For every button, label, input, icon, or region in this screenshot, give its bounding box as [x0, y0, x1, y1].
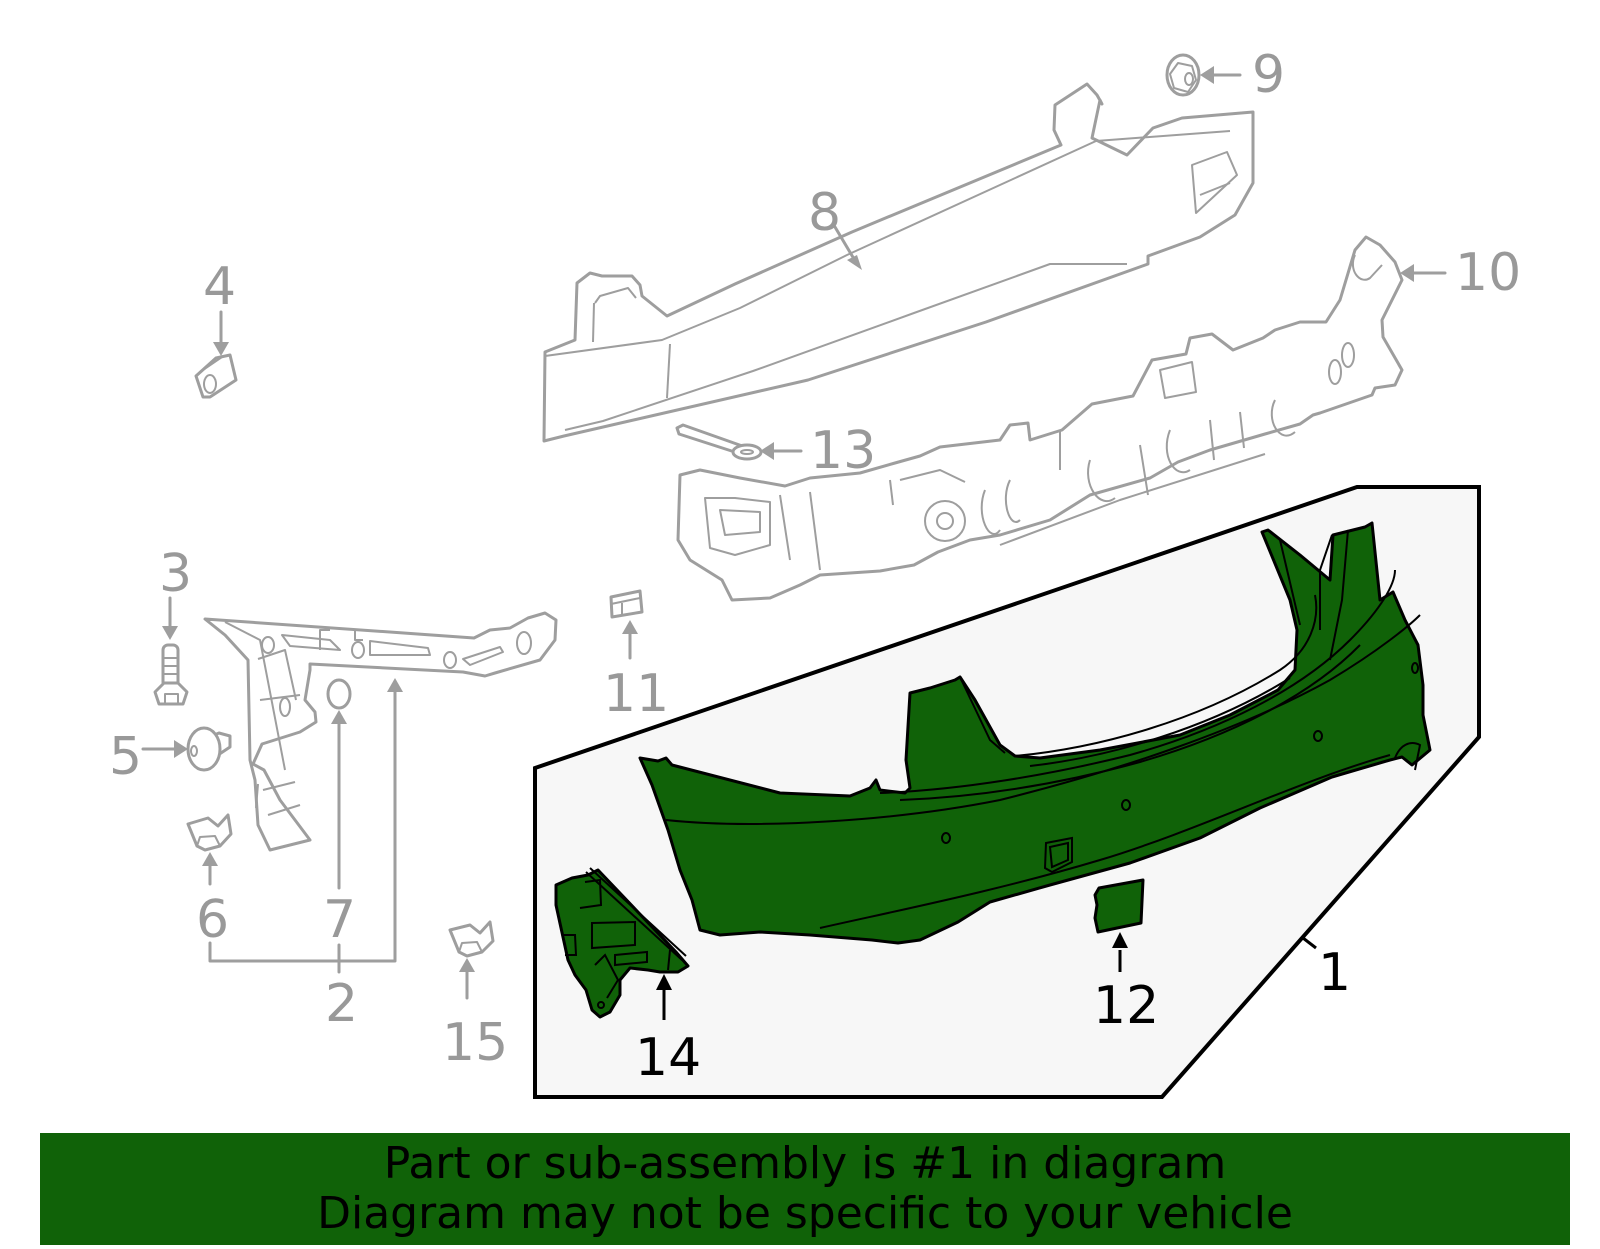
callout-12[interactable]: 12 — [1093, 976, 1159, 1036]
retainer-part[interactable] — [609, 589, 644, 619]
callout-15[interactable]: 15 — [442, 1013, 508, 1073]
impact-bar-part[interactable] — [542, 82, 1255, 443]
arrowhead-11 — [622, 620, 638, 634]
callout-8[interactable]: 8 — [808, 183, 841, 243]
callout-7[interactable]: 7 — [323, 890, 356, 950]
callout-2[interactable]: 2 — [325, 974, 358, 1034]
arrowhead-8 — [847, 255, 862, 270]
tow-hook-cover-part[interactable] — [1093, 878, 1145, 934]
bolt-part[interactable] — [153, 643, 189, 706]
arrowhead-5 — [174, 740, 188, 758]
arrowhead-10 — [1400, 264, 1414, 282]
disclaimer-banner: Part or sub-assembly is #1 in diagram Di… — [40, 1133, 1570, 1245]
bumper-cover-part[interactable] — [638, 521, 1432, 945]
nut-part[interactable] — [1165, 53, 1201, 97]
arrowhead-14 — [656, 974, 672, 990]
arrowhead-7 — [331, 710, 347, 724]
callout-14[interactable]: 14 — [635, 1028, 701, 1088]
clip-part[interactable] — [194, 353, 238, 399]
arrowhead-6 — [202, 852, 218, 866]
arrowhead-4 — [213, 342, 229, 356]
nut-clip-part-15[interactable] — [448, 920, 495, 958]
callout-5[interactable]: 5 — [109, 727, 142, 787]
stud-part[interactable] — [675, 423, 763, 461]
banner-line-1: Part or sub-assembly is #1 in diagram — [383, 1138, 1227, 1189]
screw-part[interactable] — [186, 726, 232, 772]
energy-absorber-part[interactable] — [676, 235, 1404, 602]
arrowhead-15 — [459, 958, 475, 972]
arrowhead-9 — [1200, 66, 1214, 84]
callout-10[interactable]: 10 — [1455, 243, 1521, 303]
callout-3[interactable]: 3 — [159, 544, 192, 604]
callout-11[interactable]: 11 — [603, 664, 669, 724]
callout-6[interactable]: 6 — [196, 890, 229, 950]
side-bracket-part[interactable] — [554, 867, 690, 1019]
callout-1[interactable]: 1 — [1318, 943, 1351, 1003]
arrowhead-13 — [760, 442, 774, 460]
arrowhead-3 — [162, 626, 178, 640]
callout-9[interactable]: 9 — [1252, 45, 1285, 105]
nut-clip-part-6[interactable] — [186, 813, 233, 852]
arrowhead-2 — [387, 678, 403, 692]
grommet-part[interactable] — [326, 678, 352, 710]
arrowhead-12 — [1112, 932, 1128, 948]
callout-4[interactable]: 4 — [203, 257, 236, 317]
mounting-bracket-part[interactable] — [203, 611, 558, 852]
leader-2-bracket — [208, 690, 397, 963]
leader-1 — [1302, 936, 1317, 950]
callout-13[interactable]: 13 — [810, 421, 876, 481]
banner-line-2: Diagram may not be specific to your vehi… — [317, 1188, 1293, 1239]
